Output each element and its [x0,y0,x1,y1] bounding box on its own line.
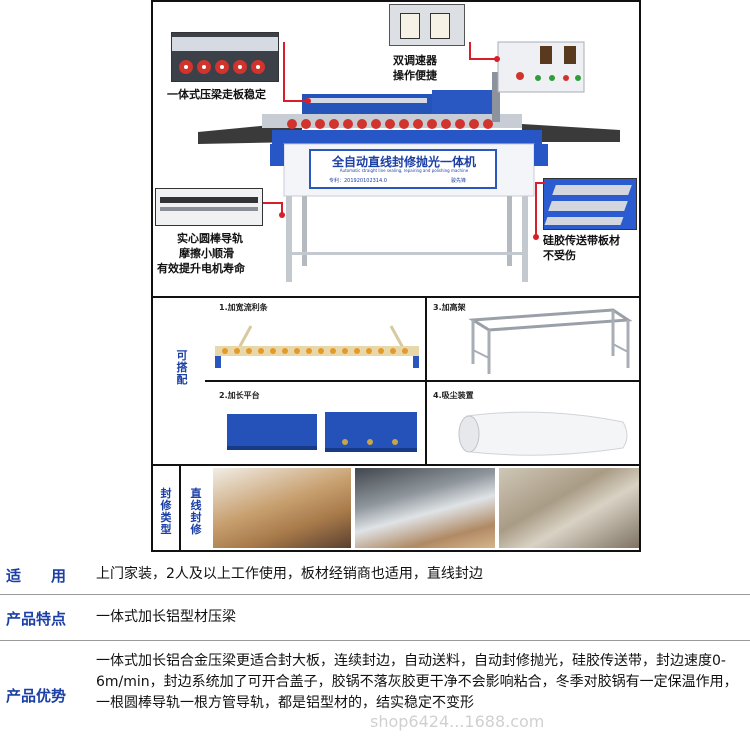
nameplate-brand: 骏先锋 [451,178,467,184]
spec-label-usage: 适 用 [6,567,67,585]
spec-label-advantages: 产品优势 [6,687,67,705]
knob-panel-icon [430,13,450,39]
rail-inset [155,188,263,226]
accessory-item-4-title: 4.吸尘装置 [433,391,474,400]
pressure-beam-inset [171,32,279,82]
spec-row-advantages: 产品优势 一体式加长铝合金压梁更适合封大板，连续封边，自动送料，自动封修抛光，硅… [0,640,750,750]
accessory-item-1-title: 1.加宽流利条 [219,303,268,312]
callout-speed-line2: 操作便捷 [393,69,437,82]
wood-edge-sample-3 [499,468,639,548]
spec-text-advantages: 一体式加长铝合金压梁更适合封大板，连续封边，自动送料，自动封修抛光，硅胶传送带，… [96,653,738,711]
silicone-belt-inset [543,178,637,230]
callout-beam: 一体式压梁走板稳定 [167,88,266,101]
main-product-panel: 全自动直线封修抛光一体机 Automatic straight line sea… [151,0,641,298]
machine-nameplate: 全自动直线封修抛光一体机 Automatic straight line sea… [309,149,497,189]
high-stand-icon [468,308,633,374]
spec-text-usage: 上门家装，2人及以上工作使用，板材经销商也适用，直线封边 [96,566,483,582]
wood-edge-sample-1 [213,468,351,548]
roller-icon [172,37,278,74]
callout-belt-line2: 不受伤 [543,249,576,262]
dust-collector-bag-icon [458,411,628,456]
edge-types-right-label: 直线封修 [190,487,202,536]
spec-row-features: 产品特点 一体式加长铝型材压梁 [0,594,750,638]
accessories-panel: 可搭配 1.加宽流利条 3.加高架 2.加长平台 4.吸尘装置 [151,298,641,466]
nameplate-subtitle: Automatic straight line sealing, repairi… [339,168,469,173]
knob-panel-icon [400,13,420,39]
nameplate-title: 全自动直线封修抛光一体机 [331,155,476,169]
spec-row-usage: 适 用 上门家装，2人及以上工作使用，板材经销商也适用，直线封边 [0,556,750,592]
edge-types-panel: 封修类型 直线封修 [151,464,641,552]
edge-types-left-label: 封修类型 [160,487,172,536]
spec-label-features: 产品特点 [6,610,67,628]
callout-rail-line3: 有效提升电机寿命 [157,262,245,275]
nameplate-patent: 专利：201920102314.0 [329,178,387,184]
spec-text-features: 一体式加长铝型材压梁 [96,609,236,625]
roller-conveyor-icon [215,325,419,368]
extension-platform-icon [227,412,417,452]
callout-rail-line2: 摩擦小顺滑 [179,247,234,260]
callout-speed-line1: 双调速器 [393,54,437,67]
callout-rail-line1: 实心圆棒导轨 [177,232,243,245]
accessories-side-label: 可搭配 [176,349,188,386]
speed-controller-inset [389,4,465,46]
shop-watermark: shop6424...1688.com [370,712,545,731]
accessory-item-2-title: 2.加长平台 [219,391,260,400]
callout-belt-line1: 硅胶传送带板材 [543,234,620,247]
wood-edge-sample-2 [355,468,495,548]
accessory-item-3-title: 3.加高架 [433,303,466,312]
